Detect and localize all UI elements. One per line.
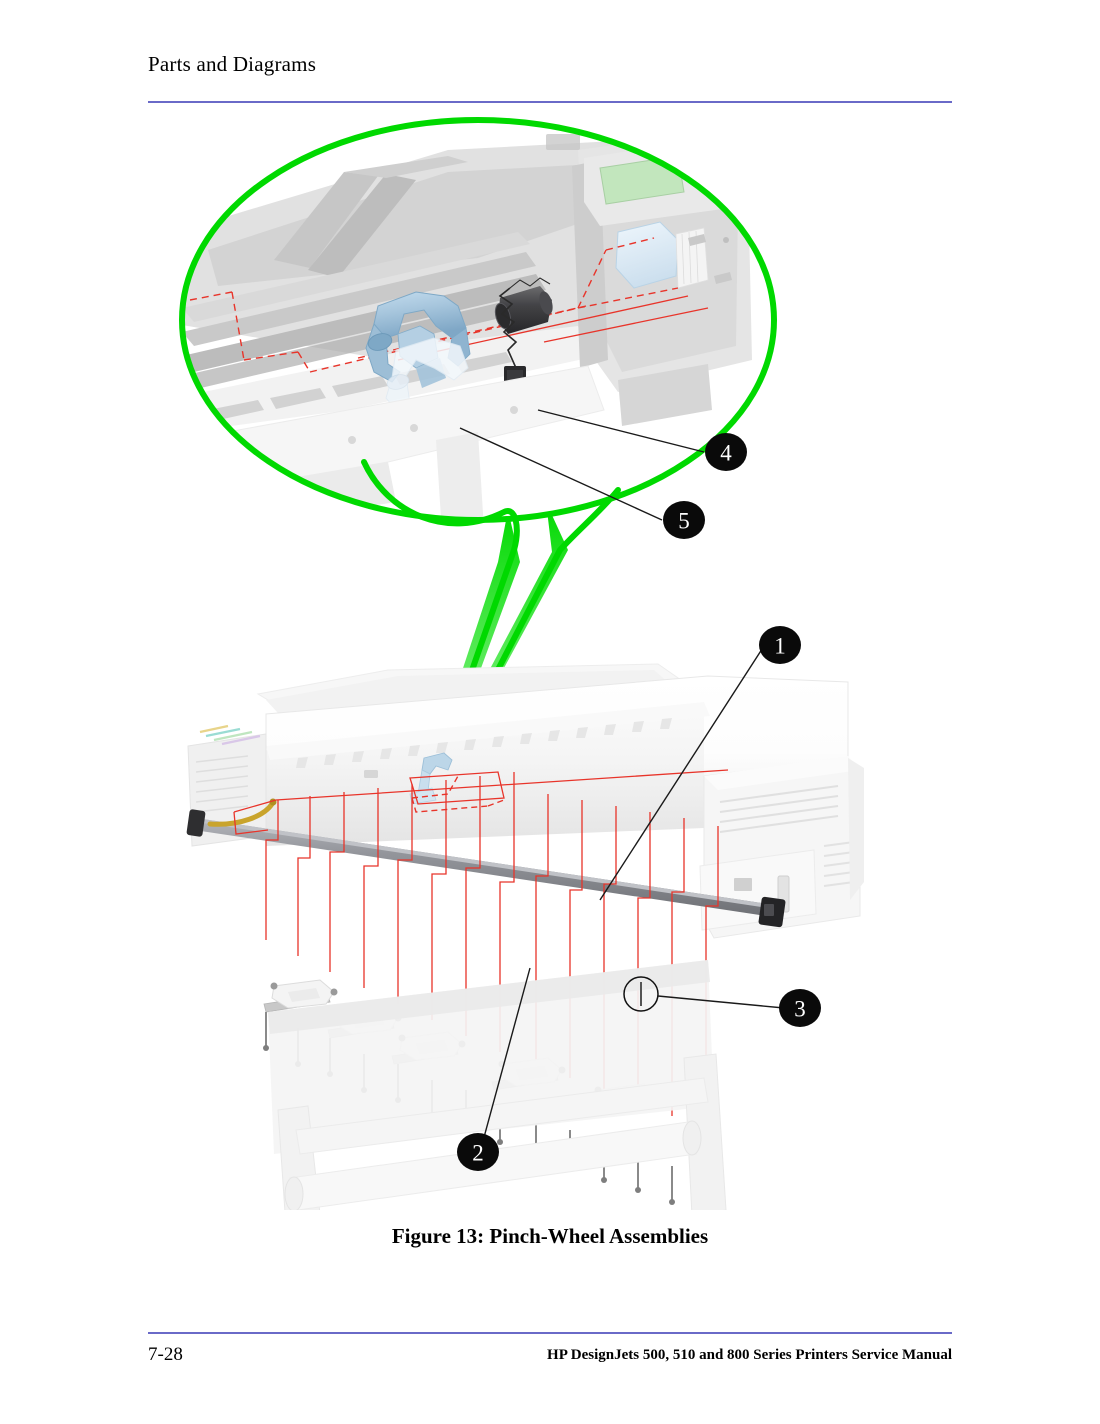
inset-right-post-2 — [618, 364, 712, 426]
control-panel-buttons[interactable] — [694, 149, 738, 182]
callout-4-label: 4 — [720, 441, 732, 466]
printer-left-cables — [199, 724, 261, 746]
inset-leg — [436, 432, 484, 520]
electronics-side-vents — [823, 841, 855, 887]
callout-2[interactable]: 2 — [457, 1133, 499, 1171]
leader-line-1 — [599, 645, 765, 901]
main-printer-diagram — [186, 663, 864, 1210]
electronics-module-right-edge — [848, 758, 864, 900]
pinch-wheel-shaft — [186, 809, 786, 928]
carriage-assembly-blue — [615, 221, 679, 289]
callout-3[interactable]: 3 — [779, 989, 821, 1027]
electronics-module-top — [704, 756, 860, 790]
callout-5-label: 5 — [678, 509, 690, 534]
inset-base-screws — [348, 406, 518, 444]
header-rule — [148, 101, 952, 103]
callout-3-label: 3 — [794, 997, 806, 1022]
page-number: 7-28 — [148, 1344, 183, 1365]
callout-5[interactable]: 5 — [663, 501, 705, 539]
leader-line-2 — [479, 967, 531, 1153]
callout-1-label: 1 — [774, 634, 786, 659]
callout-1[interactable]: 1 — [759, 626, 801, 664]
printer-media-guide-teeth — [296, 718, 672, 768]
callout-2-label: 2 — [472, 1141, 484, 1166]
media-roll-end-left — [284, 1176, 304, 1210]
printer-small-label — [364, 770, 378, 778]
inset-rail-low — [182, 274, 546, 372]
page-title: Parts and Diagrams — [148, 52, 317, 76]
lever-spring-gold — [207, 801, 275, 827]
assembly-lines-dashed — [411, 775, 505, 813]
control-panel-keypad — [546, 134, 580, 150]
shaft-left-cap — [186, 809, 206, 837]
printer-left-vents — [195, 755, 249, 813]
balloon-tail-outline-left — [361, 459, 520, 765]
leader-line-4 — [537, 409, 705, 453]
callout-4[interactable]: 4 — [705, 433, 747, 471]
inset-rail-upper — [182, 232, 530, 322]
callout-leader-lines — [459, 409, 785, 1153]
leader-line-3 — [657, 995, 785, 1009]
footer-rule — [148, 1332, 952, 1334]
magnified-inset-group — [179, 117, 777, 769]
figure-caption: Figure 13: Pinch-Wheel Assemblies — [391, 1224, 709, 1248]
module-label-icon — [734, 878, 752, 891]
assembly-lines-manifold — [233, 769, 729, 835]
inset-support-arm-2 — [308, 174, 416, 278]
electronics-vent-grille — [719, 785, 839, 833]
figure-illustration: 1 2 3 4 5 — [148, 110, 952, 1210]
page-header: Parts and Diagrams — [148, 52, 952, 77]
page-footer: 7-28 HP DesignJets 500, 510 and 800 Seri… — [148, 1344, 952, 1374]
inset-rail-mid — [182, 252, 536, 346]
inset-arm-brace — [344, 156, 468, 178]
manual-title: HP DesignJets 500, 510 and 800 Series Pr… — [547, 1347, 952, 1363]
inset-content — [182, 120, 774, 520]
leader-line-5 — [459, 427, 663, 521]
sensor-cable — [498, 287, 518, 369]
inset-support-arm — [274, 172, 378, 268]
pinch-wheel-assembly-unit — [263, 979, 338, 1013]
printer-lower-bin-shadow — [268, 960, 710, 1034]
media-roll-end-right — [682, 1120, 702, 1156]
printer-body-top-lip — [266, 702, 710, 760]
inset-right-fasteners — [688, 234, 732, 284]
roller-cylinder — [494, 286, 553, 334]
detail-circle-screw — [623, 976, 659, 1012]
printer-stand-crossbar — [295, 1077, 709, 1155]
